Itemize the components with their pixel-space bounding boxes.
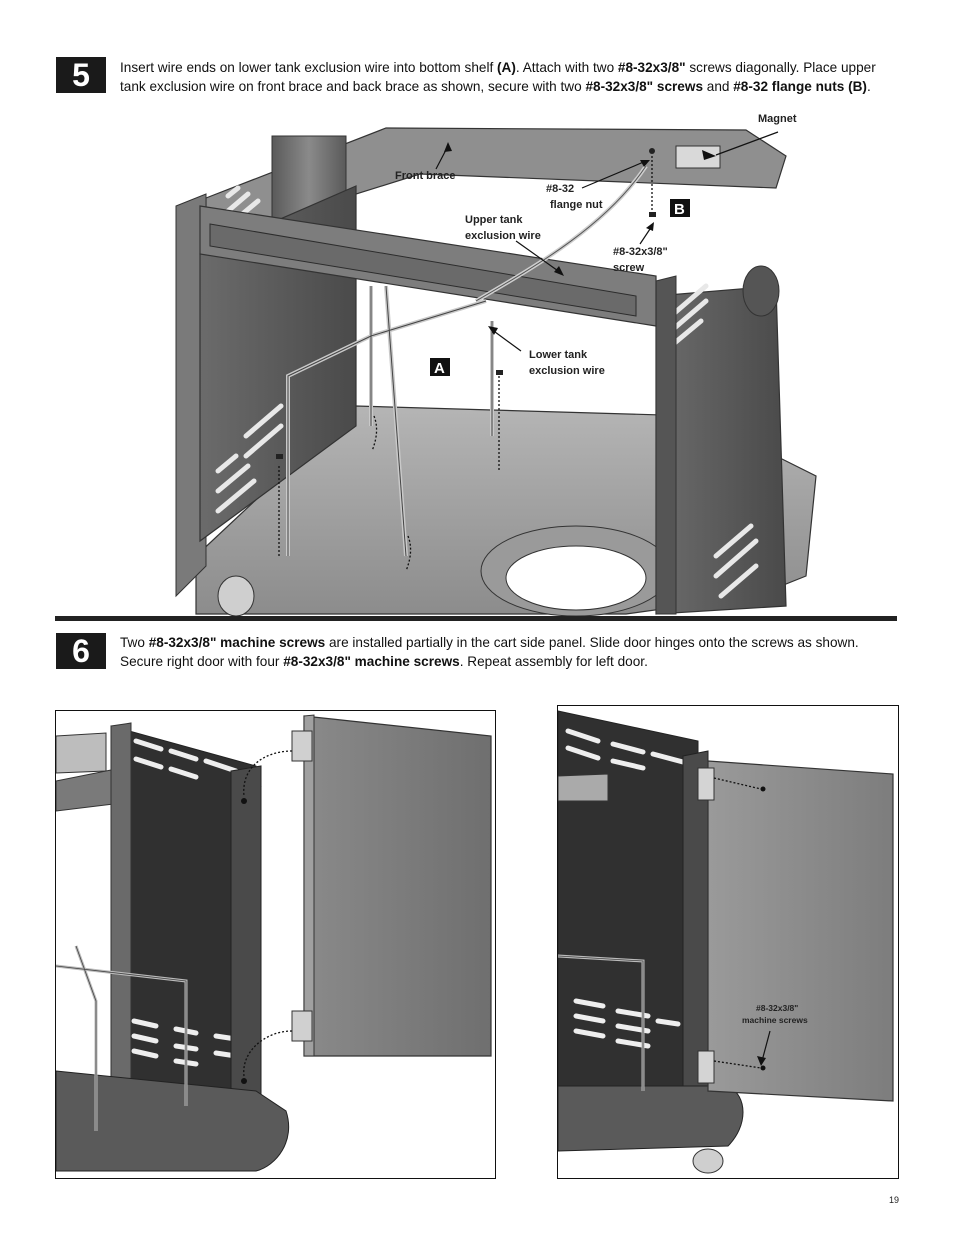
text-run: #8-32x3/8" machine screws <box>148 635 326 650</box>
tag-b-label: B <box>674 201 685 218</box>
screw-label-line-2: screw <box>613 262 645 274</box>
flange-nut-label-line-2: flange nut <box>550 199 603 211</box>
machine-screws-label-line-2: machine screws <box>742 1015 808 1025</box>
text-run: (B) <box>848 79 867 94</box>
text-run: #8-32x3/8" machine screws <box>283 654 460 669</box>
text-run: Insert wire ends on lower tank exclusion… <box>120 60 498 75</box>
text-run: #8-32 flange nuts <box>733 79 845 94</box>
step-6-instructions: Two #8-32x3/8" machine screws are instal… <box>120 633 895 671</box>
text-run: . Attach with two <box>515 60 618 75</box>
lower-wire-label-line-2: exclusion wire <box>529 365 605 377</box>
step-5-instructions: Insert wire ends on lower tank exclusion… <box>120 58 890 96</box>
text-run: . Repeat assembly for left door. <box>459 654 648 669</box>
lower-wire-label-line-1: Lower tank <box>529 349 588 361</box>
tag-a-label: A <box>434 360 445 377</box>
machine-screws-label-line-1: #8-32x3/8" <box>756 1003 798 1013</box>
upper-wire-label-line-2: exclusion wire <box>465 230 541 242</box>
tag-b-box <box>670 199 690 217</box>
step-6-badge: 6 <box>56 633 106 669</box>
step-6-left-illustration <box>55 710 496 1179</box>
step-5-illustration: Magnet Front brace #8-32 flange nut Uppe… <box>175 113 826 617</box>
front-brace-label: Front brace <box>395 170 456 182</box>
text-run: . <box>866 79 871 94</box>
page-number: 19 <box>889 1195 900 1205</box>
section-divider <box>55 616 897 621</box>
text-run: (A) <box>497 60 516 75</box>
text-run: #8-32x3/8" screws <box>585 79 704 94</box>
screw-label-line-1: #8-32x3/8" <box>613 246 668 258</box>
step-6-right-illustration: #8-32x3/8" machine screws <box>557 705 899 1179</box>
tag-a-box <box>430 358 450 376</box>
text-run: and <box>703 79 734 94</box>
upper-wire-label-line-1: Upper tank <box>465 214 523 226</box>
flange-nut-label-line-1: #8-32 <box>546 183 574 195</box>
text-run: screws diagonally. Place upper tank excl… <box>120 60 876 94</box>
text-run: Two <box>120 635 149 650</box>
text-run: #8-32x3/8" <box>617 60 686 75</box>
step-5-badge: 5 <box>56 57 106 93</box>
magnet-label: Magnet <box>758 113 797 125</box>
text-run: are installed partially in the cart side… <box>120 635 859 669</box>
